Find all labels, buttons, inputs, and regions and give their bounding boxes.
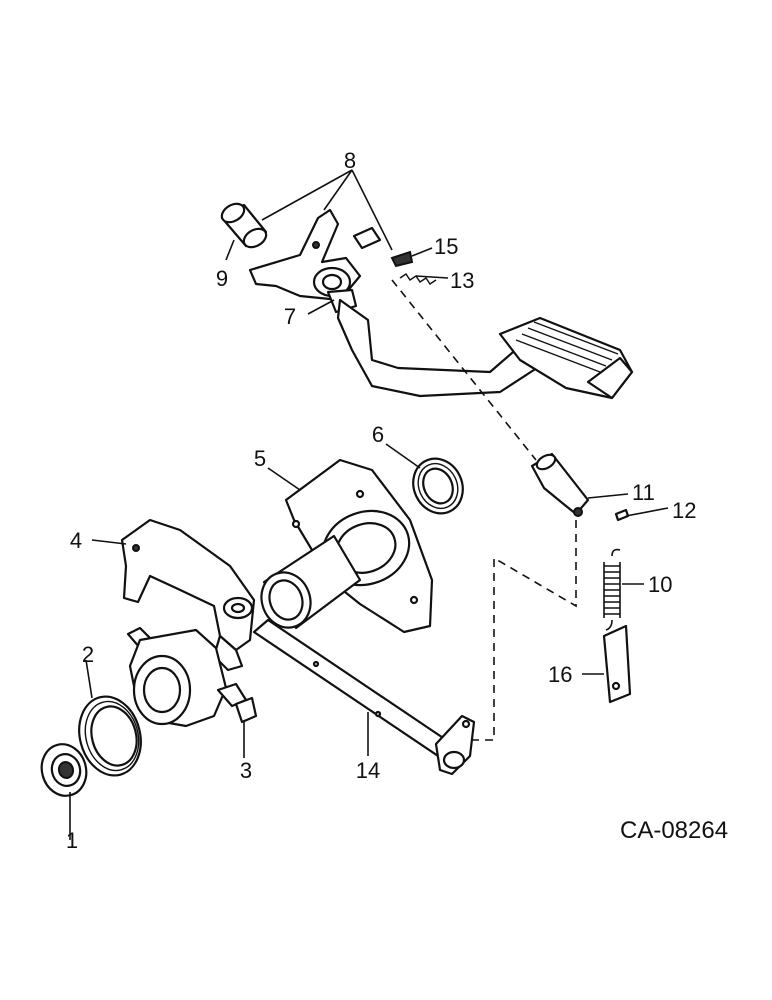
plate-16: [602, 624, 632, 704]
callout-12: 12: [672, 498, 696, 523]
callout-10: 10: [648, 572, 672, 597]
drawing-code: CA-08264: [620, 817, 728, 844]
pedal-bracket: [248, 208, 382, 314]
callout-labels: 8 9 15 13 7 5 6 4 2 3 14 1 11 12 10 16: [66, 148, 697, 853]
pin-15: [390, 250, 414, 268]
cross-shaft-14: [252, 618, 476, 776]
bearing-retainer-5: [260, 458, 434, 634]
pedal-pivot-bushing-9: [220, 202, 268, 249]
callout-15: 15: [434, 234, 458, 259]
leader-lines: [69, 169, 669, 840]
callout-8: 8: [344, 148, 356, 173]
spring-13: [399, 273, 437, 285]
callout-3: 3: [240, 758, 252, 783]
callout-7: 7: [284, 304, 296, 329]
callout-16: 16: [548, 662, 572, 687]
callout-1: 1: [66, 828, 78, 853]
bearing-ring-2: [78, 695, 142, 777]
callout-2: 2: [82, 642, 94, 667]
release-fork-4: [120, 518, 256, 672]
bearing-carrier-3: [126, 626, 258, 728]
clevis-11: [530, 452, 590, 517]
callout-14: 14: [356, 758, 380, 783]
spring-10: [603, 548, 621, 631]
clutch-pedal-arm: [336, 298, 634, 400]
linkage-dashed-path: [391, 279, 577, 741]
callout-11: 11: [632, 480, 655, 505]
seal-6: [412, 457, 464, 515]
callout-6: 6: [372, 422, 384, 447]
callout-5: 5: [254, 446, 266, 471]
callout-4: 4: [70, 528, 82, 553]
callout-13: 13: [450, 268, 474, 293]
callout-9: 9: [216, 266, 228, 291]
cotter-pin-12: [614, 508, 630, 522]
